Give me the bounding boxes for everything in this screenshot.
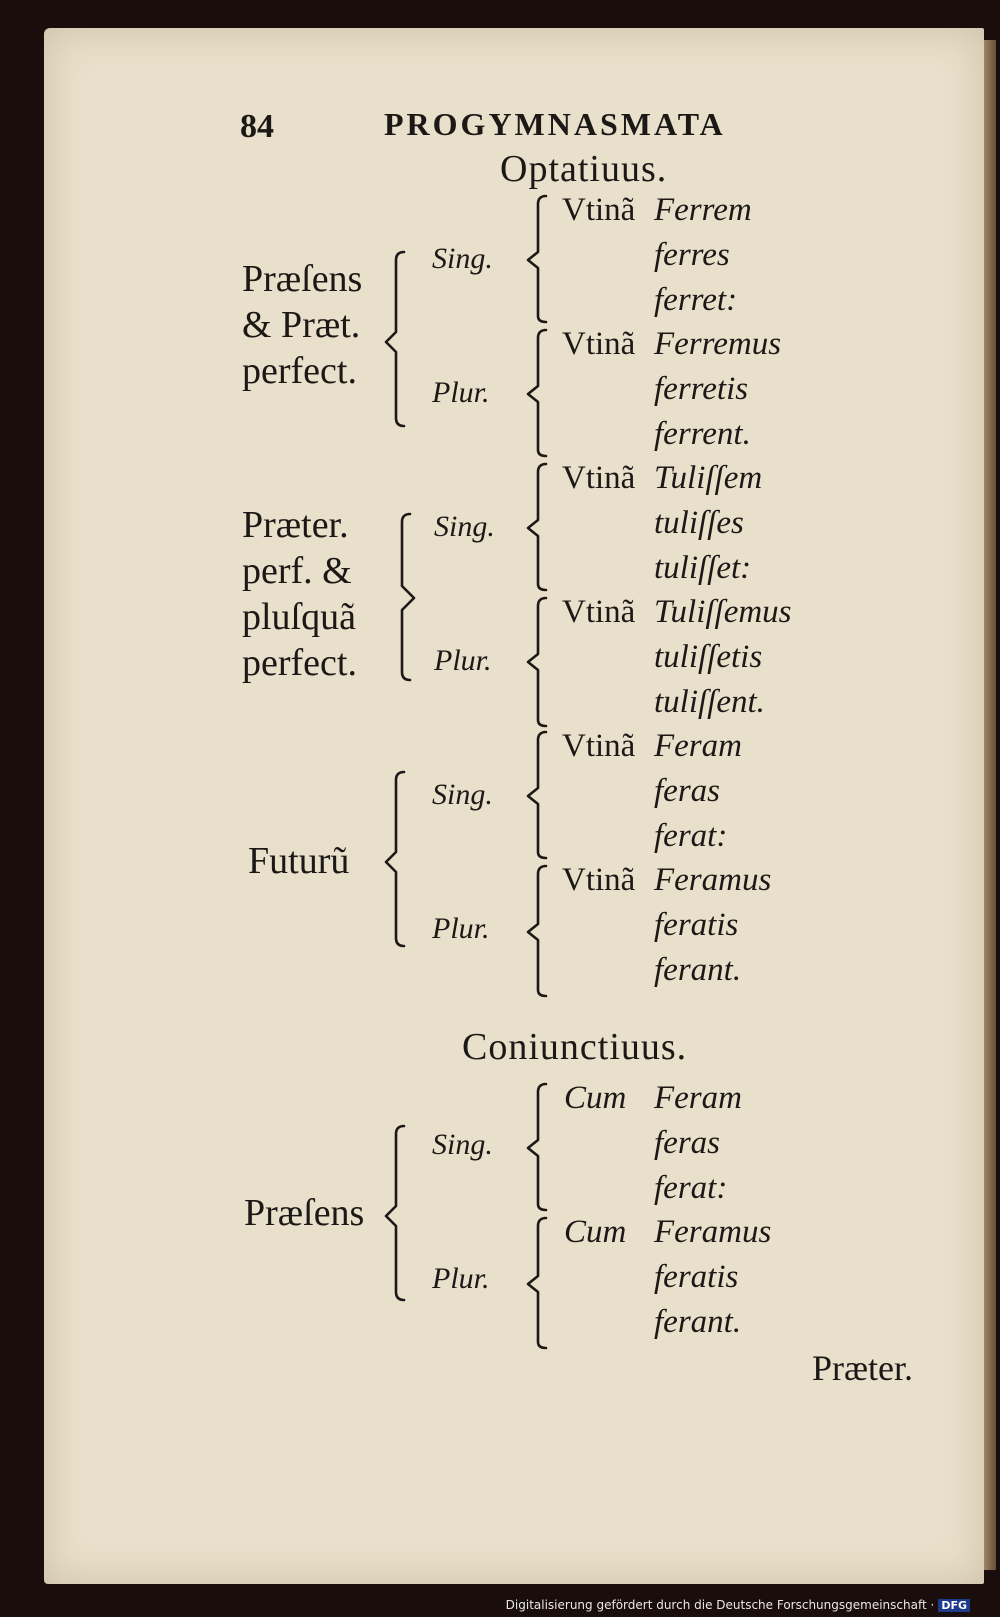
verb-form: feras	[654, 1125, 720, 1161]
number-label-sing: Sing.	[434, 510, 495, 543]
form-brace	[526, 1082, 548, 1212]
verb-form: tuliſſetis	[654, 639, 763, 675]
verb-form: ferretis	[654, 371, 749, 407]
verb-form: Feramus	[654, 862, 772, 898]
tense-label-line: Futurũ	[248, 840, 350, 882]
number-label-plur: Plur.	[432, 1262, 490, 1295]
catchword: Præter.	[812, 1348, 914, 1388]
verb-form: ferat:	[654, 818, 728, 854]
tense-brace	[400, 512, 416, 682]
tense-brace	[384, 250, 406, 428]
verb-form: Feram	[654, 1080, 742, 1116]
form-brace	[526, 864, 548, 998]
form-brace	[526, 730, 548, 860]
verb-form: feras	[654, 773, 720, 809]
verb-form: tuliſſet:	[654, 550, 752, 586]
particle: Cum	[564, 1080, 627, 1116]
verb-form: ferret:	[654, 282, 738, 318]
form-brace	[526, 596, 548, 728]
running-head: PROGYMNASMATA	[384, 106, 726, 142]
particle: Vtinã	[562, 326, 636, 362]
digitization-credit: Digitalisierung gefördert durch die Deut…	[506, 1598, 970, 1612]
tense-label-line: perfect.	[242, 642, 357, 684]
tense-label-line: perf. &	[242, 550, 352, 592]
particle: Vtinã	[562, 192, 636, 228]
tense-label-line: Præter.	[242, 504, 349, 546]
tense-label-line: & Præt.	[242, 304, 361, 346]
verb-form: ferres	[654, 237, 730, 273]
tense-label-line: perfect.	[242, 350, 357, 392]
section-title-optativus: Optatiuus.	[500, 148, 668, 190]
number-label-sing: Sing.	[432, 242, 493, 275]
number-label-plur: Plur.	[432, 912, 490, 945]
tense-label-line: Præſens	[244, 1192, 365, 1234]
particle: Vtinã	[562, 460, 636, 496]
section-title-coniunctivus: Coniunctiuus.	[462, 1026, 688, 1068]
credit-text: Digitalisierung gefördert durch die Deut…	[505, 1598, 935, 1612]
book-page: 84 PROGYMNASMATA Optatiuus. Præſens & Pr…	[44, 28, 984, 1584]
form-brace	[526, 462, 548, 592]
number-label-sing: Sing.	[432, 778, 493, 811]
verb-form: ferat:	[654, 1170, 728, 1206]
number-label-plur: Plur.	[432, 376, 490, 409]
particle: Vtinã	[562, 594, 636, 630]
tense-brace	[384, 770, 406, 948]
verb-form: ferrent.	[654, 416, 751, 452]
number-label-plur: Plur.	[434, 644, 492, 677]
dfg-logo: DFG	[938, 1599, 970, 1612]
page-number: 84	[240, 108, 274, 145]
verb-form: ferant.	[654, 952, 742, 988]
tense-label-line: pluſquã	[242, 596, 356, 638]
tense-brace	[384, 1124, 406, 1302]
verb-form: Tuliſſemus	[654, 594, 792, 630]
tense-label-line: Præſens	[242, 258, 363, 300]
verb-form: Ferrem	[654, 192, 752, 228]
verb-form: tuliſſent.	[654, 684, 765, 720]
verb-form: feratis	[654, 907, 739, 943]
verb-form: ferant.	[654, 1304, 742, 1340]
verb-form: feratis	[654, 1259, 739, 1295]
verb-form: Feram	[654, 728, 742, 764]
form-brace	[526, 194, 548, 324]
particle: Cum	[564, 1214, 627, 1250]
form-brace	[526, 328, 548, 458]
form-brace	[526, 1216, 548, 1350]
number-label-sing: Sing.	[432, 1128, 493, 1161]
particle: Vtinã	[562, 862, 636, 898]
verb-form: tuliſſes	[654, 505, 744, 541]
verb-form: Feramus	[654, 1214, 772, 1250]
verb-form: Tuliſſem	[654, 460, 763, 496]
verb-form: Ferremus	[654, 326, 782, 362]
particle: Vtinã	[562, 728, 636, 764]
